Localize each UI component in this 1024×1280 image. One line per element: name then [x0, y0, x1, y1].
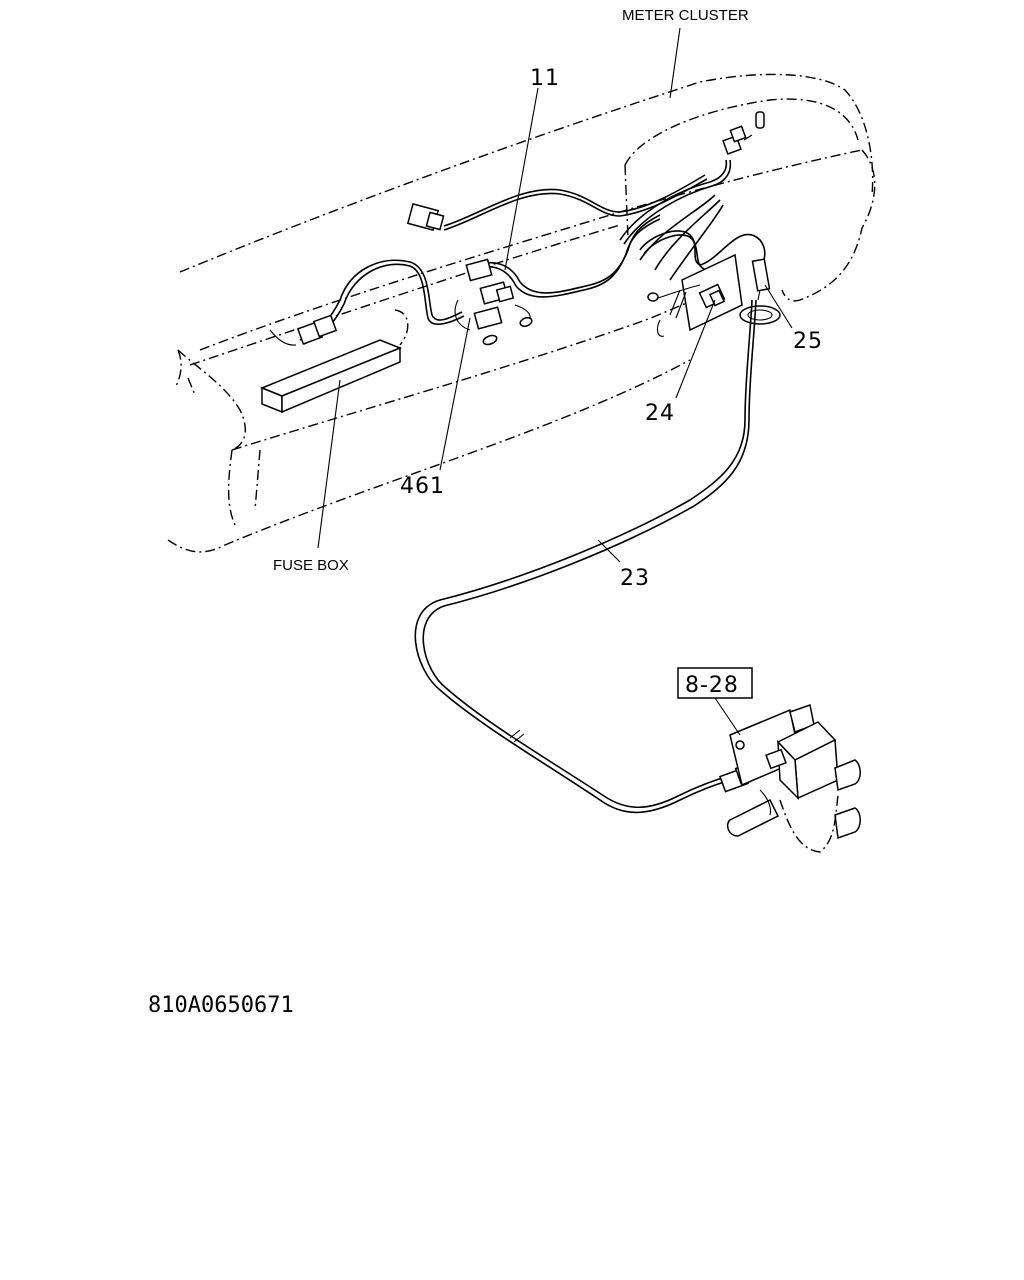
drawing-number: 810A0650671	[148, 993, 294, 1018]
dashboard-outline	[167, 73, 876, 553]
label-part-461: 461	[400, 474, 445, 499]
reference-box: 8-28	[677, 667, 753, 699]
label-part-25: 25	[793, 329, 823, 354]
label-fuse-box: FUSE BOX	[273, 557, 349, 574]
cable-23	[414, 299, 757, 814]
label-ref-8-28: 8-28	[685, 673, 739, 698]
main-harness	[269, 111, 766, 346]
label-part-24: 24	[645, 401, 675, 426]
fuse-box	[259, 339, 403, 414]
label-meter-cluster: METER CLUSTER	[622, 7, 749, 24]
part-25-grommet	[739, 258, 781, 325]
valve-assembly	[726, 704, 861, 853]
label-part-11: 11	[530, 66, 560, 91]
leader-lines	[317, 27, 793, 736]
label-part-23: 23	[620, 566, 650, 591]
part-24-bracket	[647, 253, 743, 337]
